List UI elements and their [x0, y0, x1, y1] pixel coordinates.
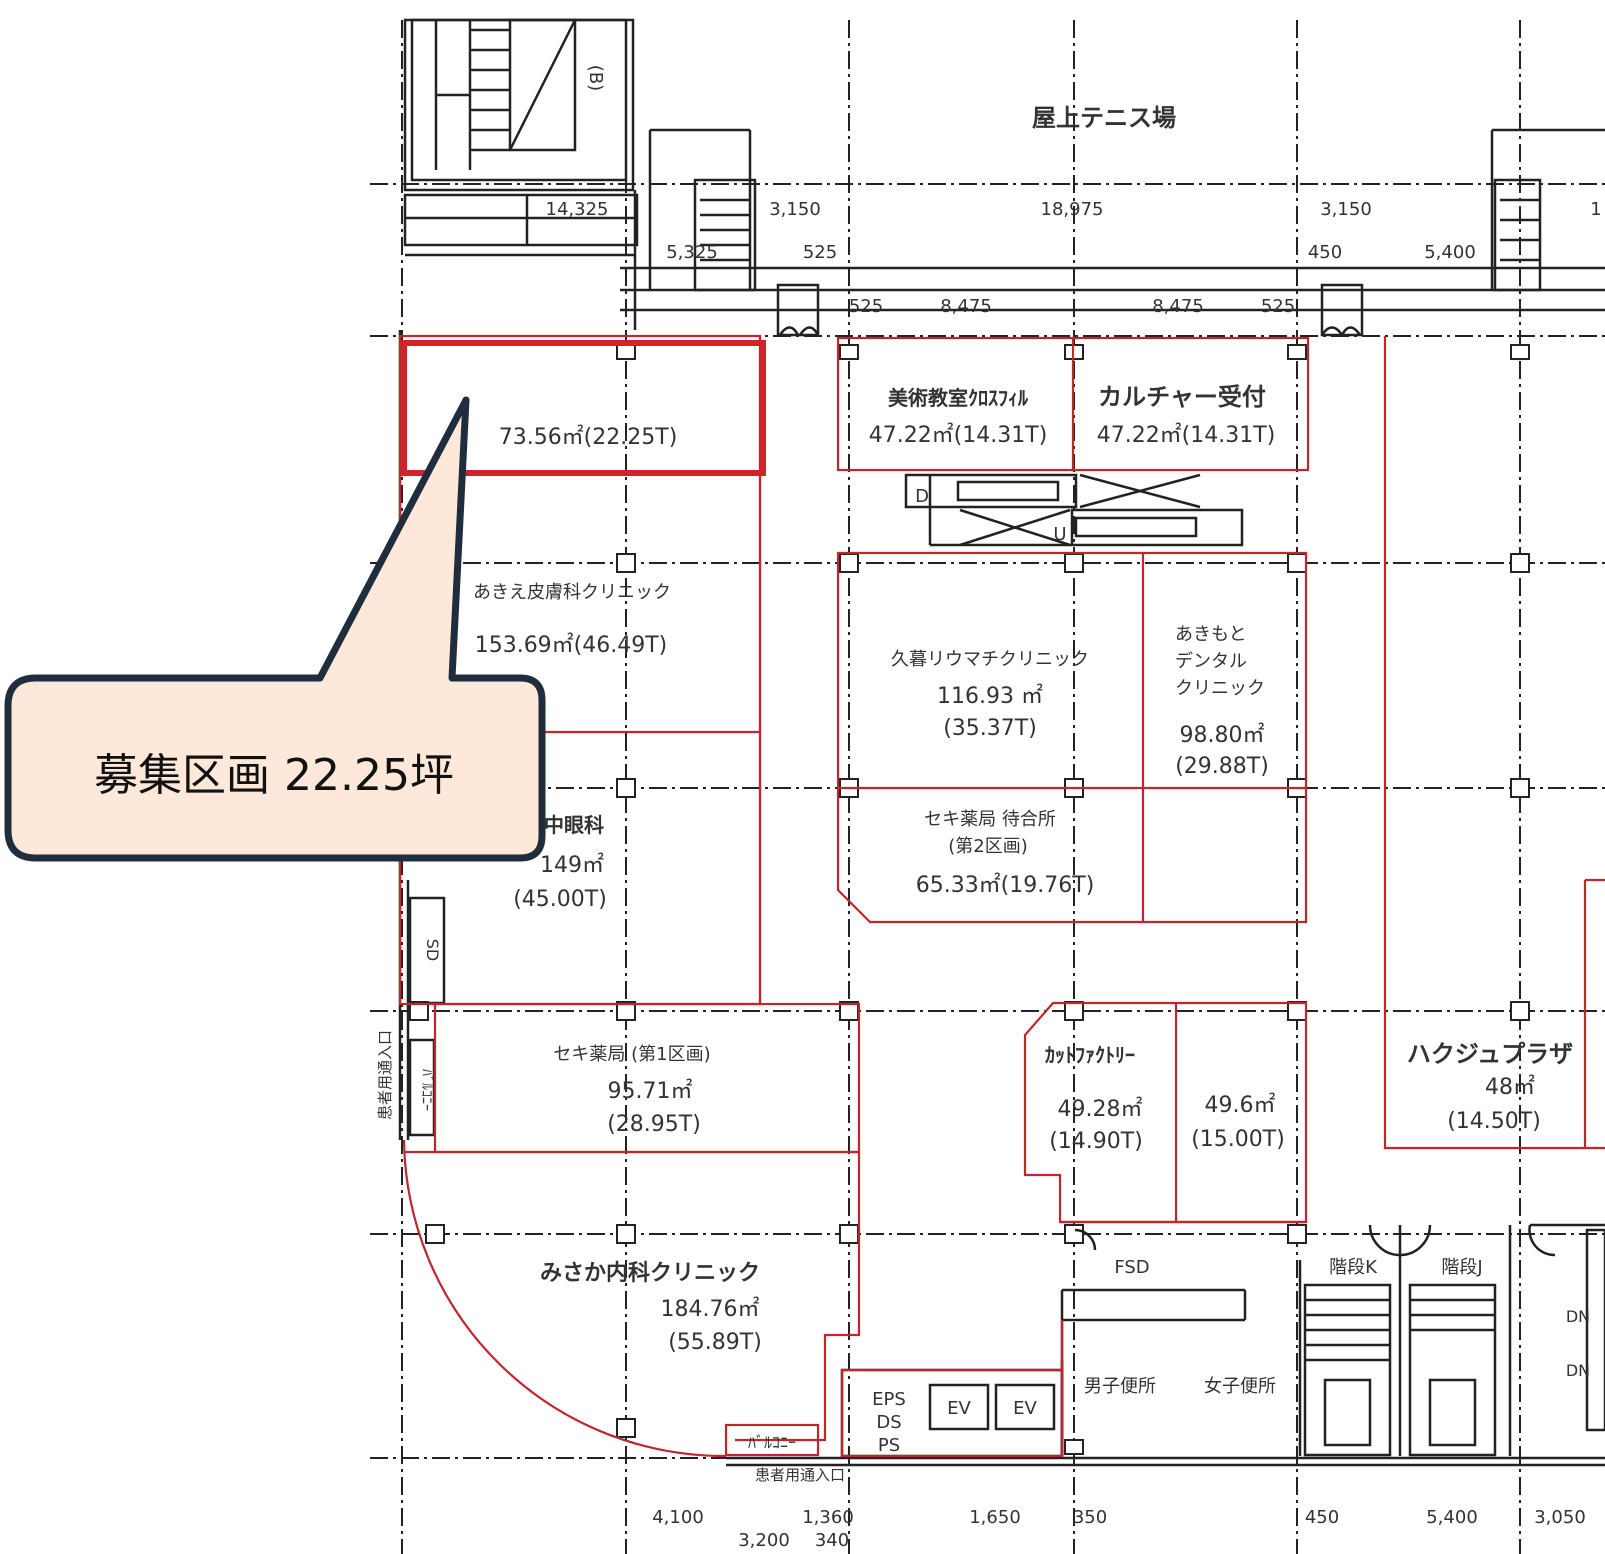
dim-label: 3,050: [1534, 1507, 1586, 1528]
dim-label: 8,475: [940, 296, 992, 317]
unit-hakuju-name: ハクジュプラザ: [1407, 1040, 1573, 1068]
dim-label: 18,975: [1041, 199, 1104, 220]
label-mens-toilet: 男子便所: [1084, 1376, 1156, 1397]
unit-ganka-name: 中眼科: [544, 813, 604, 837]
title-rooftop-tennis: 屋上テニス場: [1032, 104, 1176, 132]
unit-akimoto-name: デンタル: [1175, 651, 1247, 672]
callout-text: 募集区画 22.25坪: [94, 750, 454, 801]
unit-bijutsu-area: 47.22㎡(14.31T): [869, 422, 1048, 448]
label-entrance-left: 患者用通入口: [376, 1030, 394, 1120]
unit-akimoto-area: 98.80㎡: [1180, 722, 1265, 748]
top-dimensions: 14,325 3,150 18,975 3,150 1 5,325 525 45…: [546, 199, 1602, 317]
label-sd: SD: [423, 939, 442, 961]
unit-hifu-name: あきえ皮膚科クリニック: [473, 582, 671, 603]
dim-label: 525: [1261, 296, 1295, 317]
label-eps: EPS: [872, 1389, 906, 1410]
label-stair-k: 階段K: [1329, 1257, 1378, 1278]
label-fsd: FSD: [1114, 1257, 1149, 1278]
unit-mikaka-name: みさか内科クリニック: [540, 1261, 760, 1286]
label-stair-j: 階段J: [1441, 1257, 1482, 1278]
vacant-unit-area: 73.56㎡(22.25T): [499, 424, 678, 450]
unit-seki1-area: 95.71㎡: [608, 1078, 693, 1104]
dim-label: 5,400: [1424, 242, 1476, 263]
unit-hifu-area: 153.69㎡(46.49T): [475, 632, 668, 658]
dim-label: 3,150: [769, 199, 821, 220]
label-womens-toilet: 女子便所: [1204, 1376, 1276, 1397]
label-balcony-left: ﾊﾞﾙｺﾆｰ: [418, 1069, 434, 1111]
dim-label: 340: [815, 1530, 849, 1551]
unit-cut-name: ｶｯﾄﾌｧｸﾄﾘｰ: [1045, 1043, 1135, 1067]
recruit-callout: 募集区画 22.25坪: [4, 396, 546, 862]
building-walls: [398, 18, 1605, 1467]
dim-label: 450: [1308, 242, 1342, 263]
dim-label: 4,100: [652, 1507, 704, 1528]
structural-columns: [409, 344, 1530, 1455]
label-u: U: [1053, 524, 1066, 545]
dim-label: 8,475: [1152, 296, 1204, 317]
unit-hakuju-tsubo: (14.50T): [1447, 1109, 1541, 1134]
label-ds: DS: [876, 1412, 901, 1433]
dim-label: 5,325: [666, 242, 718, 263]
unit-mikaka-tsubo: (55.89T): [668, 1330, 762, 1355]
unit-cut-area: 49.28㎡: [1058, 1096, 1143, 1122]
dim-label: 3,200: [738, 1530, 790, 1551]
dim-label: 525: [803, 242, 837, 263]
bottom-dimensions: 4,100 1,360 3,200 340 1,650 350 450 5,40…: [652, 1507, 1586, 1551]
facility-labels: EPS DS PS EV EV 男子便所 女子便所 FSD 階段K 階段J ﾊﾞ…: [376, 65, 1590, 1484]
unit-496-tsubo: (15.00T): [1191, 1127, 1285, 1152]
dim-label: 3,150: [1320, 199, 1372, 220]
unit-seki2-area: 65.33㎡(19.76T): [916, 872, 1095, 898]
unit-seki2-sub: (第2区画): [948, 836, 1028, 857]
dim-label: 5,400: [1426, 1507, 1478, 1528]
label-ps: PS: [878, 1435, 900, 1456]
dim-label: 350: [1073, 1507, 1107, 1528]
label-balcony: ﾊﾞﾙｺﾆｰ: [748, 1433, 796, 1452]
unit-seki1-tsubo: (28.95T): [607, 1112, 701, 1137]
vacant-unit-highlight[interactable]: [401, 340, 766, 476]
unit-labels: 73.56㎡(22.25T) 美術教室ｸﾛｽﾌｨﾙ 47.22㎡(14.31T)…: [473, 383, 1573, 1355]
dim-label: 525: [849, 296, 883, 317]
dim-label: 14,325: [546, 199, 609, 220]
unit-cut-tsubo: (14.90T): [1049, 1129, 1143, 1154]
unit-culture-name: カルチャー受付: [1098, 383, 1266, 411]
dim-label: 1: [1590, 199, 1601, 220]
unit-496-area: 49.6㎡: [1205, 1092, 1276, 1118]
label-ev: EV: [947, 1398, 971, 1419]
unit-ganka-area: 149㎡: [540, 852, 604, 878]
dim-label: 450: [1305, 1507, 1339, 1528]
label-entrance: 患者用通入口: [755, 1466, 845, 1484]
unit-kubo-tsubo: (35.37T): [943, 716, 1037, 741]
unit-outlines: [398, 334, 1605, 1458]
label-dn: DN: [1566, 1361, 1590, 1380]
label-ev: EV: [1013, 1398, 1037, 1419]
unit-akimoto-tsubo: (29.88T): [1175, 754, 1269, 779]
label-dn: DN: [1566, 1307, 1590, 1326]
dim-label: 1,650: [969, 1507, 1021, 1528]
unit-mikaka-area: 184.76㎡: [661, 1296, 760, 1322]
unit-akimoto-name: あきもと: [1175, 624, 1247, 645]
label-d: D: [915, 486, 929, 507]
unit-akimoto-name: クリニック: [1175, 678, 1265, 699]
unit-hakuju-area: 48㎡: [1485, 1074, 1535, 1100]
unit-ganka-tsubo: (45.00T): [513, 887, 607, 912]
unit-seki2-name: セキ薬局 待合所: [924, 809, 1056, 830]
label-b: (B): [585, 65, 606, 91]
unit-kubo-area: 116.93 ㎡: [937, 683, 1043, 709]
unit-kubo-name: 久暮リウマチクリニック: [891, 649, 1089, 670]
unit-bijutsu-name: 美術教室ｸﾛｽﾌｨﾙ: [888, 386, 1029, 410]
unit-seki1-name: セキ薬局 (第1区画): [553, 1044, 710, 1065]
dim-label: 1,360: [802, 1507, 854, 1528]
unit-culture-area: 47.22㎡(14.31T): [1097, 422, 1276, 448]
